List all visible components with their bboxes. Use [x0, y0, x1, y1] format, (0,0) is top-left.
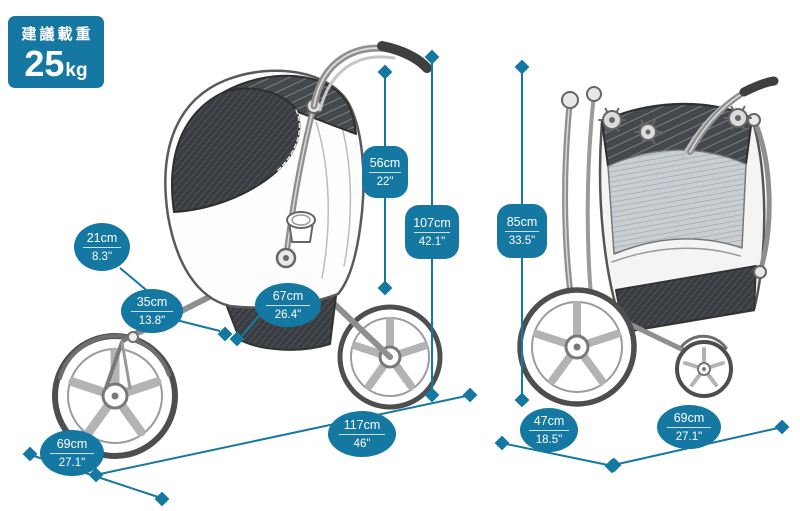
dimension-inch-value: 13.8" — [138, 314, 166, 327]
badge-divider — [82, 247, 122, 249]
dimension-badge-56cm: 56cm 22" — [362, 146, 408, 198]
max-load-number: 25 — [24, 42, 65, 84]
folded-front-wheel-icon — [675, 334, 733, 398]
badge-divider — [338, 434, 386, 436]
dimension-inch-value: 27.1" — [58, 456, 86, 469]
dimension-cm-value: 69cm — [56, 436, 88, 451]
dimension-badge-69cm-open: 69cm 27.1" — [40, 430, 104, 476]
dimension-inch-value: 33.5" — [508, 234, 536, 247]
dimension-badge-35cm: 35cm 13.8" — [121, 289, 183, 333]
folded-rear-wheel-icon — [517, 287, 637, 407]
badge-divider — [529, 430, 569, 432]
folding-knob-icon — [724, 105, 752, 131]
badge-divider — [130, 311, 174, 313]
badge-divider — [505, 231, 539, 233]
badge-divider — [265, 305, 311, 307]
dim-line-67cm — [229, 314, 261, 347]
folded-stroller-illustration — [517, 76, 779, 407]
folding-knob-icon — [598, 107, 626, 133]
dimension-cm-value: 67cm — [272, 288, 304, 303]
badge-divider — [413, 232, 451, 234]
dimension-inch-value: 26.4" — [274, 308, 302, 321]
max-load-label: 建議載重 — [21, 25, 94, 43]
dimension-badge-21cm: 21cm 8.3" — [74, 223, 130, 271]
badge-divider — [667, 427, 711, 429]
folded-fabric-panel — [607, 149, 747, 255]
dimension-inch-value: 42.1" — [418, 235, 446, 248]
dimension-badge-47cm: 47cm 18.5" — [520, 408, 578, 452]
badge-divider — [50, 453, 94, 455]
dimension-badge-117cm: 117cm 46" — [328, 411, 396, 457]
front-fender — [58, 334, 171, 380]
handlebar — [310, 41, 432, 112]
dimension-cm-value: 21cm — [86, 230, 118, 245]
dimension-cm-value: 35cm — [136, 294, 168, 309]
dimension-badge-85cm: 85cm 33.5" — [497, 204, 547, 258]
dimension-cm-value: 69cm — [673, 410, 705, 425]
max-load-unit: kg — [65, 59, 88, 81]
folded-handlebar — [680, 76, 779, 160]
dimension-badge-107cm: 107cm 42.1" — [405, 205, 459, 259]
dimension-cm-value: 107cm — [413, 215, 451, 230]
dimension-inch-value: 18.5" — [535, 433, 563, 446]
dim-line-35cm — [175, 319, 233, 342]
badge-divider — [369, 172, 401, 174]
cup-holder-icon — [286, 211, 316, 243]
dimension-cm-value: 47cm — [533, 413, 565, 428]
dimension-cm-value: 56cm — [369, 155, 401, 170]
dimension-inch-value: 22" — [376, 175, 394, 188]
dimension-cm-value: 117cm — [343, 417, 381, 432]
folding-knob-icon — [634, 119, 662, 145]
dimension-inch-value: 27.1" — [675, 430, 703, 443]
canopy — [223, 74, 357, 135]
dimension-badge-69cm-folded: 69cm 27.1" — [657, 405, 721, 449]
dimension-inch-value: 8.3" — [91, 250, 113, 263]
zipper-line — [275, 109, 301, 173]
open-stroller-illustration — [52, 41, 443, 459]
dimension-badge-67cm: 67cm 26.4" — [255, 283, 321, 327]
dimension-inch-value: 46" — [353, 437, 371, 450]
dimension-cm-value: 85cm — [506, 214, 538, 229]
